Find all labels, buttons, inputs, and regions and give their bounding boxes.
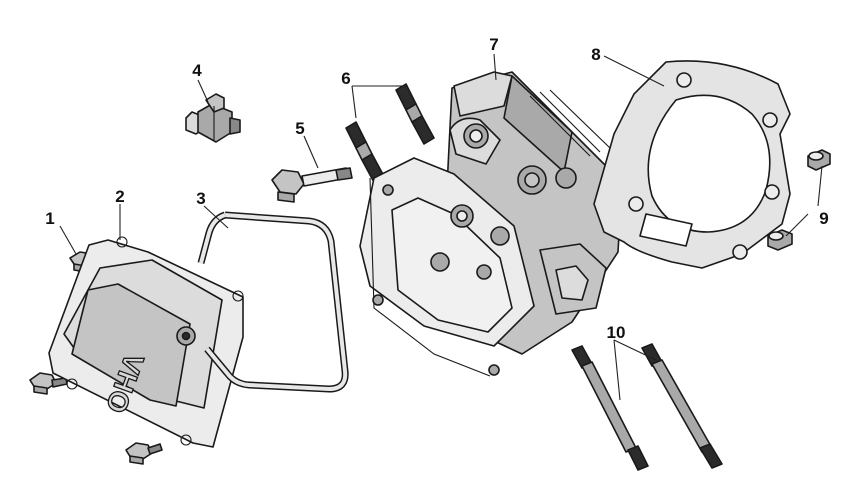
head-bolt [271,167,353,203]
head-gasket [593,60,791,269]
long-stud-right [641,343,723,469]
callout-9: 9 [819,209,828,228]
cylinder-head [359,71,623,377]
callout-2: 2 [115,187,124,206]
callout-1: 1 [45,209,54,228]
callout-10: 10 [607,323,626,342]
dowel-stud-right [395,83,435,145]
spark-plug [185,93,241,143]
callout-4: 4 [192,61,202,80]
cover-bolt-left [29,372,68,395]
callout-8: 8 [591,45,600,64]
callout-5: 5 [295,119,304,138]
cover-gasket [197,211,349,393]
valve-cover: OHV [48,236,244,448]
dowel-pin-upper [807,149,831,171]
leader-lines [59,53,823,401]
cover-bolt-bottom [125,442,163,465]
callout-6: 6 [341,69,350,88]
callout-3: 3 [196,189,205,208]
dowel-pin-lower [767,229,793,251]
callout-7: 7 [489,35,498,54]
long-stud-left [571,345,649,471]
